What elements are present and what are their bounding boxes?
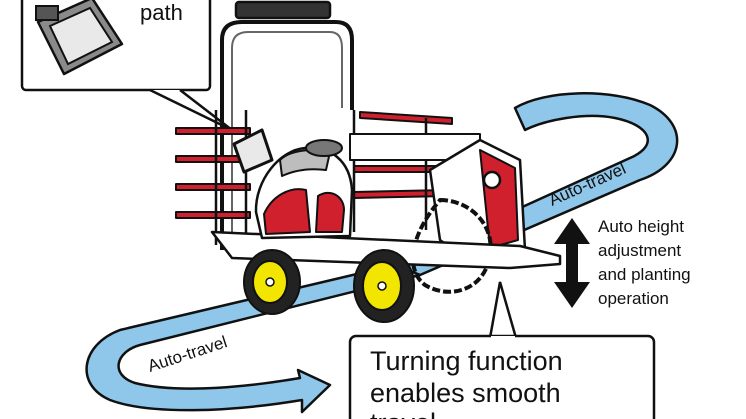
- height-label-line1: Auto height: [598, 217, 684, 236]
- double-vertical-arrow-icon: [554, 218, 590, 308]
- turning-label-line1: Turning function: [370, 346, 563, 376]
- height-label-line3: and planting: [598, 265, 691, 284]
- top-callout-label: path: [140, 0, 183, 25]
- machine-roof-light: [234, 0, 332, 20]
- left-seedling-rack: [175, 110, 251, 245]
- tablet-monitor-icon: [35, 0, 124, 76]
- machine-tablet-icon: [232, 128, 274, 174]
- front-right-wheel: [353, 249, 415, 323]
- turning-callout: Turning function enables smooth travel: [348, 281, 656, 419]
- turning-label-line2: enables smooth: [370, 378, 561, 408]
- monitor-callout-pointer: [149, 88, 233, 132]
- turning-callout-pointer: [488, 281, 518, 339]
- height-label-line4: operation: [598, 289, 669, 308]
- front-left-wheel: [243, 249, 301, 315]
- height-label-line2: adjustment: [598, 241, 681, 260]
- machine-roof-frame: [220, 20, 354, 250]
- height-adjustment-label: Auto height adjustment and planting oper…: [598, 217, 691, 308]
- monitor-callout: path: [20, 0, 233, 132]
- rice-transplanter: [175, 0, 562, 323]
- turning-label-line3: travel: [370, 408, 436, 419]
